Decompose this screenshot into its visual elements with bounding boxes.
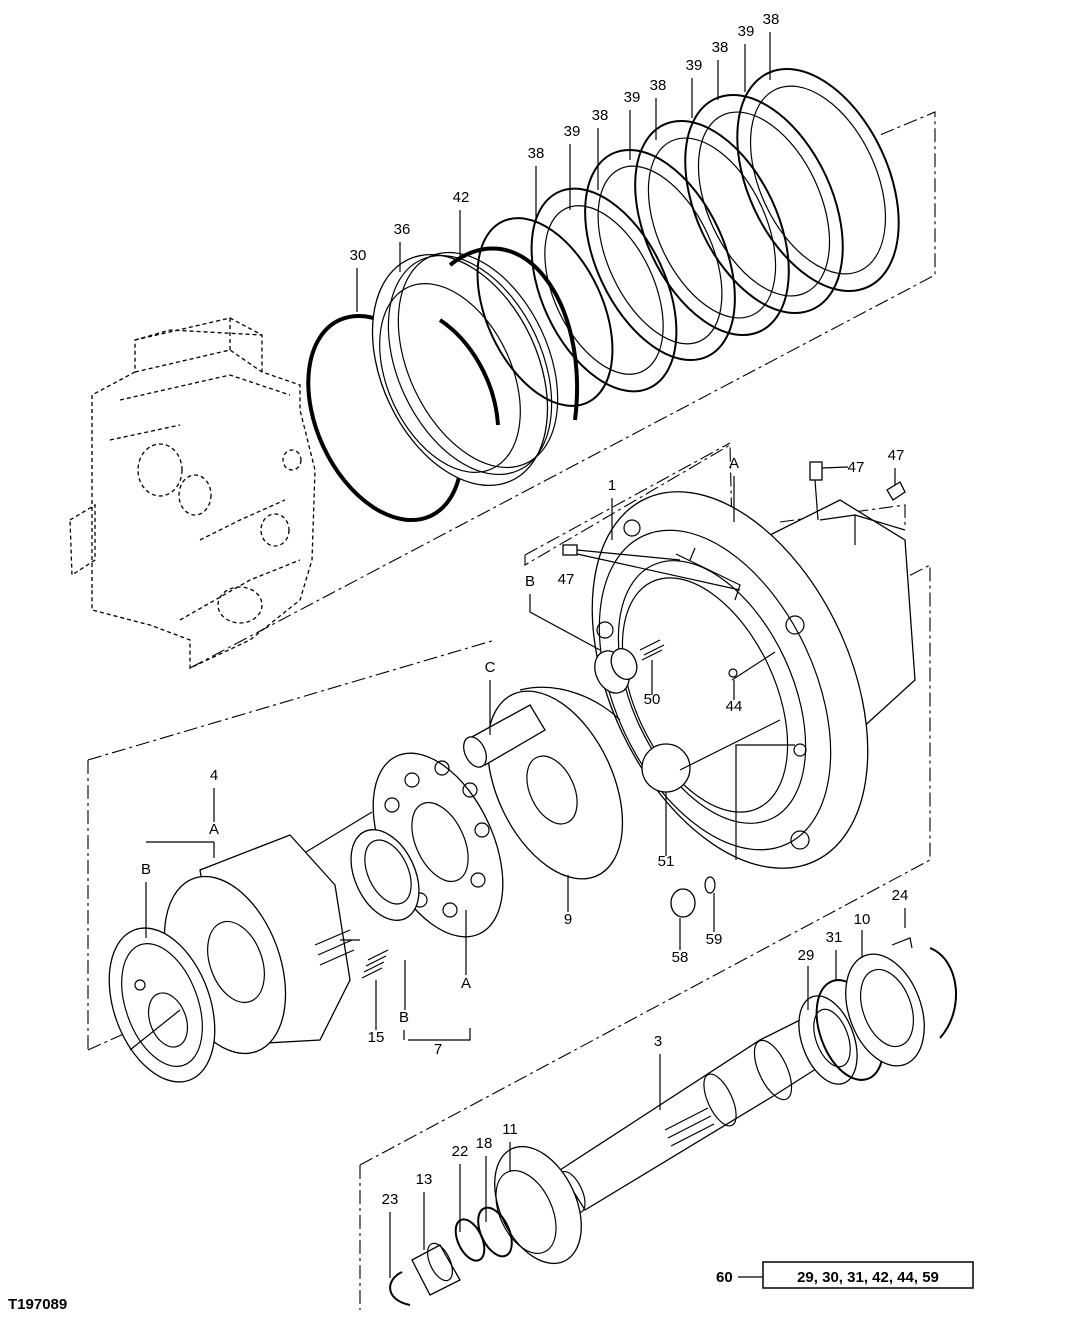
callout-part-4: 4 [210,767,218,784]
callout-ref-A-mid: A [461,975,471,992]
rear-bearing-group [389,1145,582,1306]
callout-part-38-c: 38 [650,77,667,94]
callout-part-18: 18 [476,1135,493,1152]
callout-part-39-c: 39 [624,89,641,106]
gear-housing [69,317,316,670]
callout-part-23: 23 [382,1191,399,1208]
figure-id: T197089 [8,1296,67,1313]
piston-36 [371,251,559,487]
callout-part-47-a: 47 [848,459,865,476]
callout-part-29: 29 [798,947,815,964]
callout-part-11: 11 [502,1121,518,1138]
callout-part-51: 51 [658,853,675,870]
callout-part-39-d: 39 [564,123,581,140]
callout-part-36: 36 [394,221,411,238]
snap-ring-42 [438,246,579,426]
callout-part-39-a: 39 [738,23,755,40]
relief-valve-50 [594,639,665,694]
callout-part-9: 9 [564,911,572,928]
callout-ref-C: C [485,659,496,676]
callout-part-47-c: 47 [558,571,575,588]
callout-part-50: 50 [644,691,661,708]
front-bearing-group [798,937,957,1085]
callout-part-15: 15 [368,1029,385,1046]
kit-callout: 60 29, 30, 31, 42, 44, 59 [716,1261,974,1289]
cylinder-block-9 [463,686,624,880]
kit-ref-number: 60 [716,1269,733,1286]
drive-shaft-3 [558,1009,831,1213]
plugs-47 [562,461,906,556]
callout-part-38-e: 38 [528,145,545,162]
callout-part-44: 44 [726,698,743,715]
drain-plug-58 [670,876,716,918]
kit-box [762,1261,974,1289]
kit-part-list: 29, 30, 31, 42, 44, 59 [797,1269,939,1286]
callout-part-59-a: 59 [706,931,723,948]
brake-disc-stack [476,68,900,407]
callout-part-31: 31 [826,929,843,946]
callout-part-30: 30 [350,247,367,264]
callout-ref-A-top: A [729,455,739,472]
callout-part-38-a: 38 [763,11,780,28]
end-plate [108,927,216,1083]
callout-part-58: 58 [672,949,689,966]
callout-part-10: 10 [854,911,871,928]
callout-part-38-b: 38 [712,39,729,56]
callout-part-47-b: 47 [888,447,905,464]
callout-part-42: 42 [453,189,470,206]
callout-ref-B-top: B [525,573,535,590]
callout-part-24: 24 [892,887,909,904]
callout-ref-A-left: A [209,821,219,838]
callout-part-1: 1 [608,477,616,494]
callout-part-38-d: 38 [592,107,609,124]
callout-part-7: 7 [434,1041,442,1058]
callout-part-13: 13 [416,1171,433,1188]
rear-cover-4 [163,834,355,1055]
callout-ref-B-mid: B [399,1009,409,1026]
callout-ref-B-left: B [141,861,151,878]
callout-part-22: 22 [452,1143,469,1160]
spring-15 [361,949,389,979]
bearing-race [350,829,420,921]
callout-part-3: 3 [654,1033,662,1050]
callout-part-39-b: 39 [686,57,703,74]
leader-lines [129,32,906,1278]
